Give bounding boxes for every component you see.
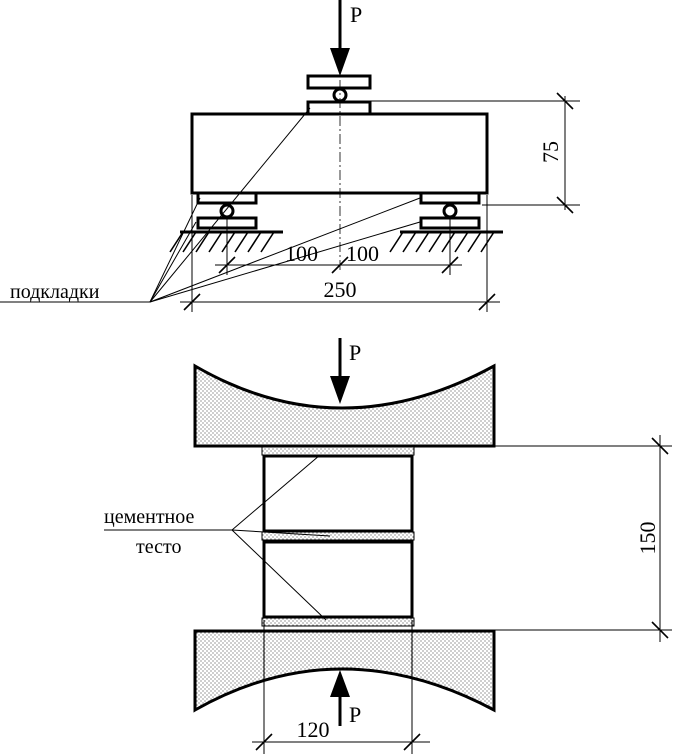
specimen-width-dimension: [252, 620, 430, 754]
specimen-height-label: 150: [635, 522, 660, 555]
cement-layer-top: [261, 446, 415, 456]
height-dimension: [370, 92, 580, 214]
right-support: [389, 191, 503, 253]
beam-specimen: [190, 112, 489, 195]
bending-test-diagram: P: [0, 0, 580, 312]
cement-layer-middle: [261, 531, 415, 541]
upper-press-plate: [193, 363, 496, 448]
load-arrow-upper: [330, 338, 350, 404]
load-arrow-lower: [330, 670, 350, 726]
cement-layer-bottom: [261, 617, 415, 627]
top-loading-roller: [306, 74, 372, 116]
height-dimension-label: 75: [538, 141, 563, 163]
compression-test-diagram: P P 150: [104, 338, 672, 754]
specimen-height-dimension: [494, 435, 672, 642]
specimen-upper-half: [262, 454, 414, 533]
total-length-label: 250: [324, 277, 357, 302]
cement-label-line1: цементное: [104, 506, 195, 528]
lower-load-label: P: [349, 702, 361, 727]
specimen-lower-half: [262, 540, 414, 619]
right-span-label: 100: [346, 241, 379, 266]
cement-leaders: [104, 454, 331, 621]
specimen-width-label: 120: [297, 717, 330, 742]
lower-press-plate: [193, 629, 496, 713]
pads-label: подкладки: [10, 281, 100, 303]
cement-label-line2: тесто: [136, 536, 181, 558]
load-label: P: [350, 2, 362, 27]
pads-leaders: [0, 107, 421, 303]
load-arrow-top: [330, 0, 350, 76]
span-dimension: [215, 218, 462, 275]
upper-load-label: P: [349, 340, 361, 365]
